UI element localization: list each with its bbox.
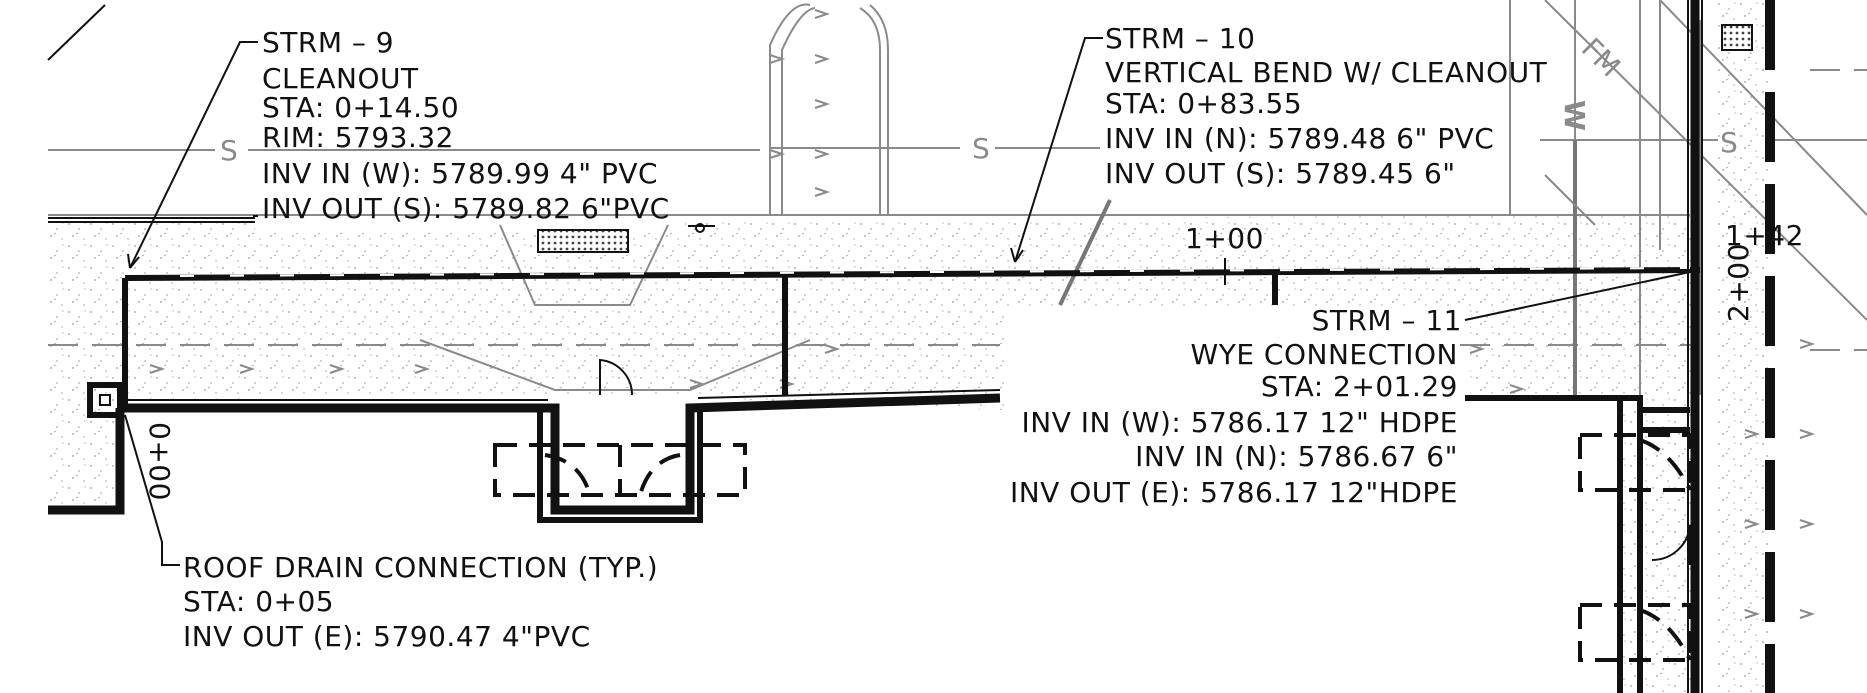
- callout-line: CLEANOUT: [262, 62, 419, 95]
- callout-line: VERTICAL BEND W/ CLEANOUT: [1105, 56, 1548, 89]
- station-labels: 0+00 1+00 1+42 2+00: [143, 219, 1804, 501]
- existing-features: [47, 0, 1867, 619]
- callout-line: STA: 0+05: [183, 585, 334, 618]
- callout-line: WYE CONNECTION: [1191, 338, 1458, 371]
- station-1-42: 1+42: [1725, 219, 1804, 252]
- callout-line: STRM – 11: [1312, 304, 1462, 337]
- callout-roof-drain: ROOF DRAIN CONNECTION (TYP.) STA: 0+05 I…: [183, 551, 658, 653]
- storm-pipe-network: [48, 0, 1753, 693]
- building-doors: [493, 0, 1775, 693]
- callout-leaders: [124, 37, 1691, 566]
- callout-strm-10: STRM – 10 VERTICAL BEND W/ CLEANOUT STA:…: [1105, 22, 1548, 190]
- sewer-label: S: [972, 132, 990, 165]
- sewer-label: S: [220, 134, 238, 167]
- station-0-00: 0+00: [143, 422, 176, 501]
- callout-line: INV IN (W): 5786.17 12" HDPE: [1021, 406, 1458, 439]
- callout-line: STRM – 10: [1105, 22, 1255, 55]
- force-main-label: FM: [1575, 32, 1627, 84]
- callout-line: RIM: 5793.32: [262, 121, 454, 154]
- station-1-00: 1+00: [1185, 222, 1264, 255]
- station-2-00: 2+00: [1722, 243, 1755, 322]
- callout-line: INV IN (N): 5786.67 6": [1135, 440, 1458, 473]
- callout-line: INV OUT (E): 5790.47 4"PVC: [183, 620, 591, 653]
- callout-line: INV OUT (E): 5786.17 12"HDPE: [1010, 476, 1458, 509]
- callout-strm-11: STRM – 11 WYE CONNECTION STA: 2+01.29 IN…: [1010, 304, 1462, 509]
- callout-line: STRM – 9: [262, 26, 394, 59]
- callout-line: ROOF DRAIN CONNECTION (TYP.): [183, 551, 658, 584]
- callout-line: INV OUT (S): 5789.82 6"PVC: [262, 192, 670, 225]
- sewer-label: S: [1720, 126, 1738, 159]
- callout-strm-9: STRM – 9 CLEANOUT STA: 0+14.50 RIM: 5793…: [262, 26, 670, 225]
- callout-line: INV IN (W): 5789.99 4" PVC: [262, 157, 658, 190]
- paving-hatch: [48, 0, 1768, 693]
- callout-line: INV IN (N): 5789.48 6" PVC: [1105, 122, 1494, 155]
- water-label: W: [1558, 100, 1591, 131]
- callout-line: STA: 0+14.50: [262, 91, 459, 124]
- callout-line: STA: 2+01.29: [1261, 370, 1458, 403]
- callout-line: STA: 0+83.55: [1105, 87, 1302, 120]
- callout-line: INV OUT (S): 5789.45 6": [1105, 157, 1456, 190]
